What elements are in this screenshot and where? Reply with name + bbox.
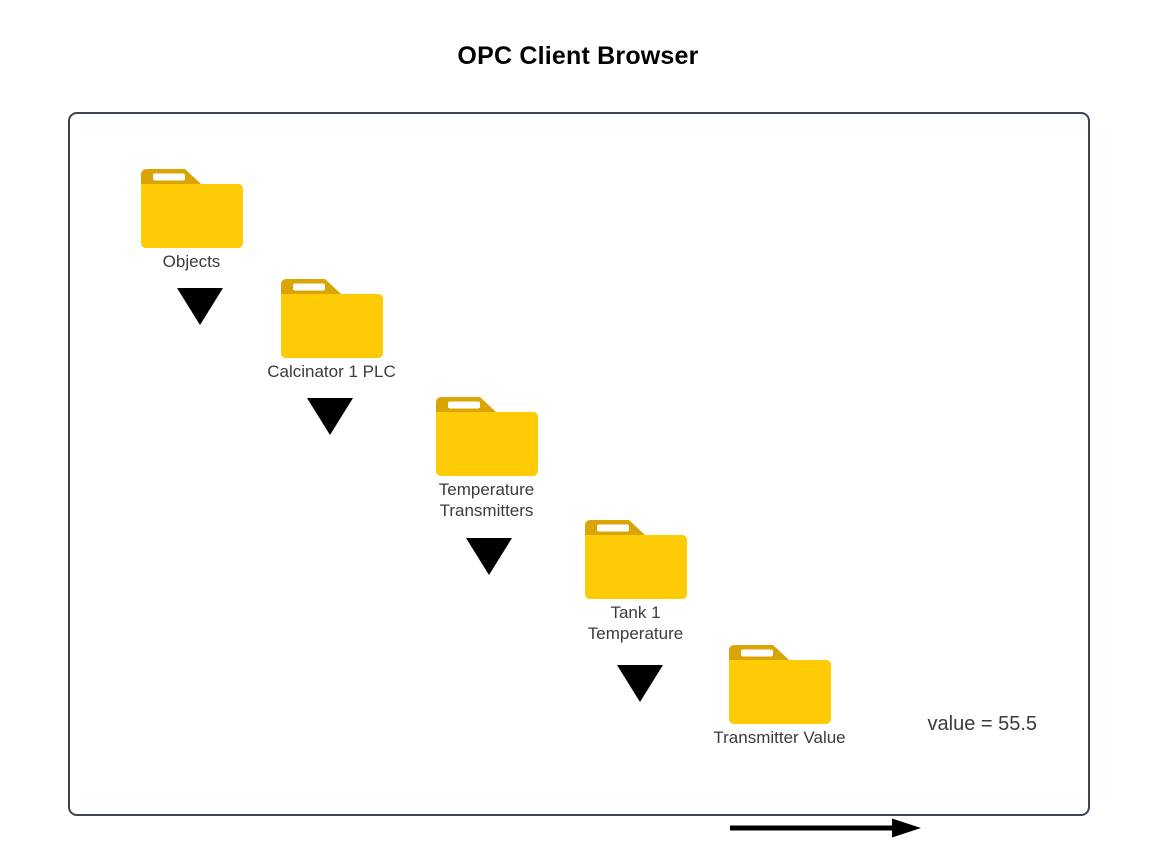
folder-icon[interactable] xyxy=(139,165,245,250)
tree-node-label: Calcinator 1 PLC xyxy=(267,361,396,381)
tree-node-transmitter-value[interactable]: Transmitter Value xyxy=(713,641,846,747)
arrow-right-icon xyxy=(730,817,926,839)
tree-node-tank-1-temperature[interactable]: Tank 1 Temperature xyxy=(583,516,689,643)
triangle-down-icon xyxy=(465,537,512,575)
tree-node-label: Transmitter Value xyxy=(713,727,846,747)
triangle-down-icon xyxy=(176,287,223,325)
page-title: OPC Client Browser xyxy=(457,42,699,70)
tree-node-temperature-transmitters[interactable]: Temperature Transmitters xyxy=(434,393,540,520)
folder-icon[interactable] xyxy=(279,275,385,360)
folder-icon[interactable] xyxy=(727,641,833,726)
value-readout-text: value = 55.5 xyxy=(927,712,1038,735)
tree-node-label: Tank 1 Temperature xyxy=(587,602,684,643)
triangle-down-icon xyxy=(306,397,353,435)
tree-node-calcinator-1-plc[interactable]: Calcinator 1 PLC xyxy=(267,275,396,381)
tree-node-label: Objects xyxy=(162,251,221,271)
folder-icon[interactable] xyxy=(434,393,540,478)
folder-icon[interactable] xyxy=(583,516,689,601)
tree-node-objects[interactable]: Objects xyxy=(139,165,245,271)
tree-node-label: Temperature Transmitters xyxy=(438,479,535,520)
triangle-down-icon xyxy=(616,664,663,702)
